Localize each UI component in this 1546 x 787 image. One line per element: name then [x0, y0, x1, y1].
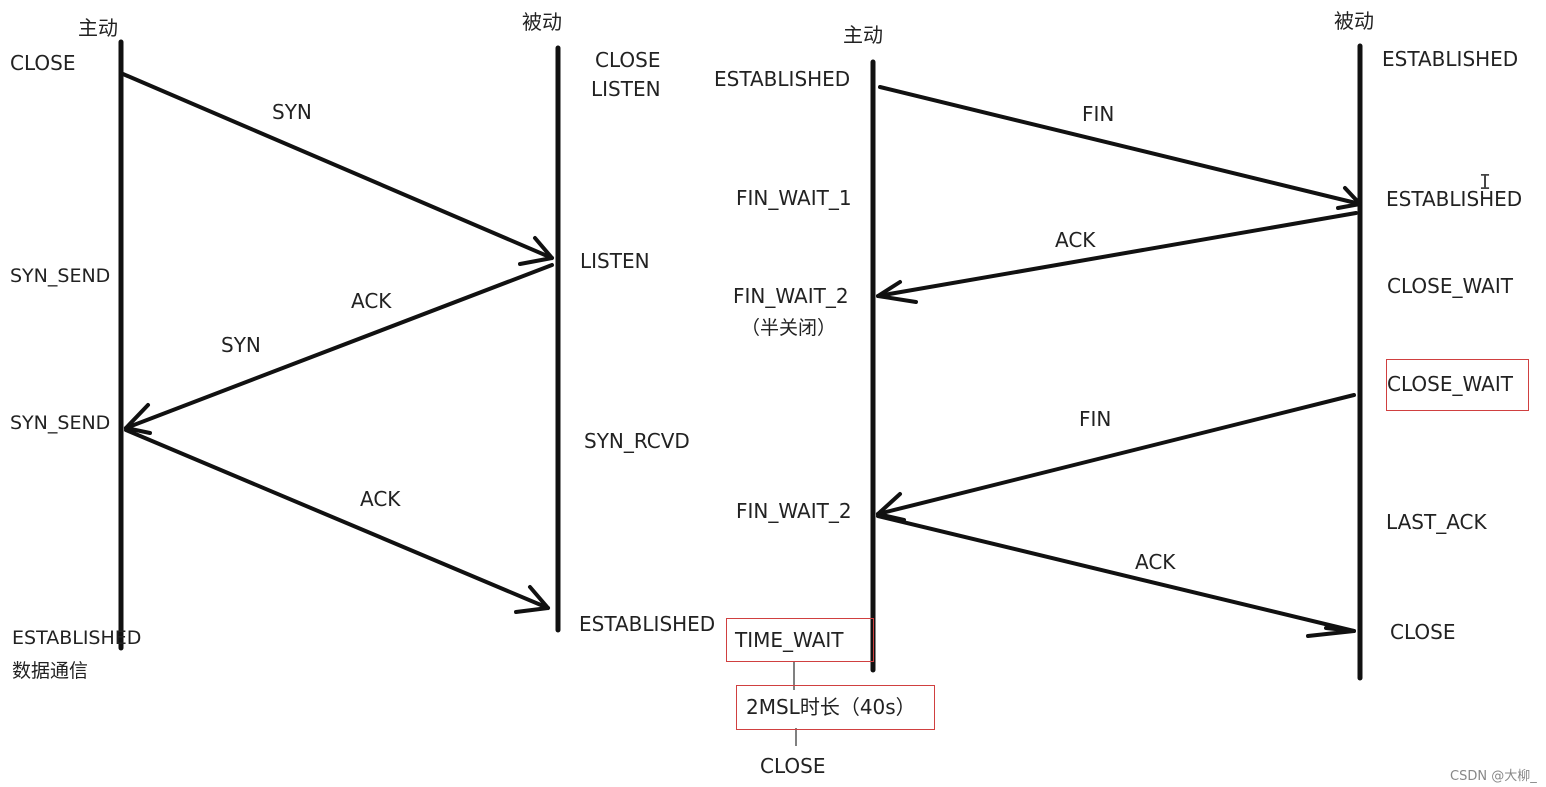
handshake-message-syn-2: SYN — [221, 333, 261, 357]
handshake-arrow-syn — [121, 72, 554, 266]
teardown-server-state-close-wait-2: CLOSE_WAIT — [1387, 372, 1513, 396]
handshake-server-state-syn-rcvd: SYN_RCVD — [584, 429, 690, 453]
handshake-server-state-listen-top: LISTEN — [591, 77, 661, 101]
handshake-server-state-established: ESTABLISHED — [579, 612, 716, 636]
teardown-client-msl-duration: 2MSL时长（40s） — [746, 695, 916, 719]
teardown-server-state-close: CLOSE — [1390, 620, 1456, 644]
teardown-client-state-time-wait: TIME_WAIT — [735, 628, 844, 652]
time-wait-highlight-box — [726, 618, 874, 662]
teardown-client-state-established: ESTABLISHED — [714, 67, 851, 91]
teardown-arrow-ack-1 — [876, 211, 1358, 304]
teardown-message-ack-1: ACK — [1055, 228, 1096, 252]
close-wait-highlight-box — [1386, 359, 1529, 411]
teardown-client-state-fin-wait-2b: FIN_WAIT_2 — [736, 499, 852, 523]
teardown-client-state-close: CLOSE — [760, 754, 826, 778]
teardown-server-state-established-2: ESTABLISHED — [1386, 187, 1523, 211]
handshake-client-data-comm: 数据通信 — [12, 660, 89, 682]
csdn-watermark: CSDN @大柳_ — [1450, 769, 1537, 784]
handshake-client-state-close: CLOSE — [10, 51, 76, 75]
msl-highlight-box — [736, 685, 935, 730]
handshake-arrow-ack — [124, 428, 550, 614]
teardown-server-state-close-wait-1: CLOSE_WAIT — [1387, 274, 1513, 298]
handshake-message-ack-1: ACK — [351, 289, 392, 313]
teardown-message-ack-2: ACK — [1135, 550, 1176, 574]
handshake-message-ack-2: ACK — [360, 487, 401, 511]
handshake-arrow-syn-ack — [124, 263, 554, 435]
handshake-client-header: 主动 — [78, 16, 118, 40]
handshake-client-state-syn-send-1: SYN_SEND — [10, 265, 111, 287]
handshake-client-state-established: ESTABLISHED — [12, 627, 142, 649]
handshake-server-state-close: CLOSE — [595, 48, 661, 72]
handshake-client-state-syn-send-2: SYN_SEND — [10, 412, 111, 434]
teardown-server-state-last-ack: LAST_ACK — [1386, 510, 1487, 534]
teardown-server-header: 被动 — [1334, 9, 1374, 33]
teardown-client-state-fin-wait-2a: FIN_WAIT_2 — [733, 284, 849, 308]
teardown-client-half-close: （半关闭） — [741, 317, 837, 339]
handshake-message-syn-1: SYN — [272, 100, 312, 124]
text-cursor-icon: I — [1479, 170, 1492, 194]
teardown-client-header: 主动 — [843, 23, 883, 47]
teardown-message-fin-1: FIN — [1082, 102, 1115, 126]
teardown-arrow-ack-2 — [876, 514, 1356, 638]
teardown-message-fin-2: FIN — [1079, 407, 1112, 431]
handshake-server-header: 被动 — [522, 10, 562, 34]
teardown-arrow-fin-1 — [878, 85, 1362, 210]
teardown-arrow-fin-2 — [876, 393, 1356, 522]
teardown-server-state-established-1: ESTABLISHED — [1382, 47, 1519, 71]
handshake-server-state-listen: LISTEN — [580, 249, 650, 273]
teardown-client-state-fin-wait-1: FIN_WAIT_1 — [736, 186, 852, 210]
